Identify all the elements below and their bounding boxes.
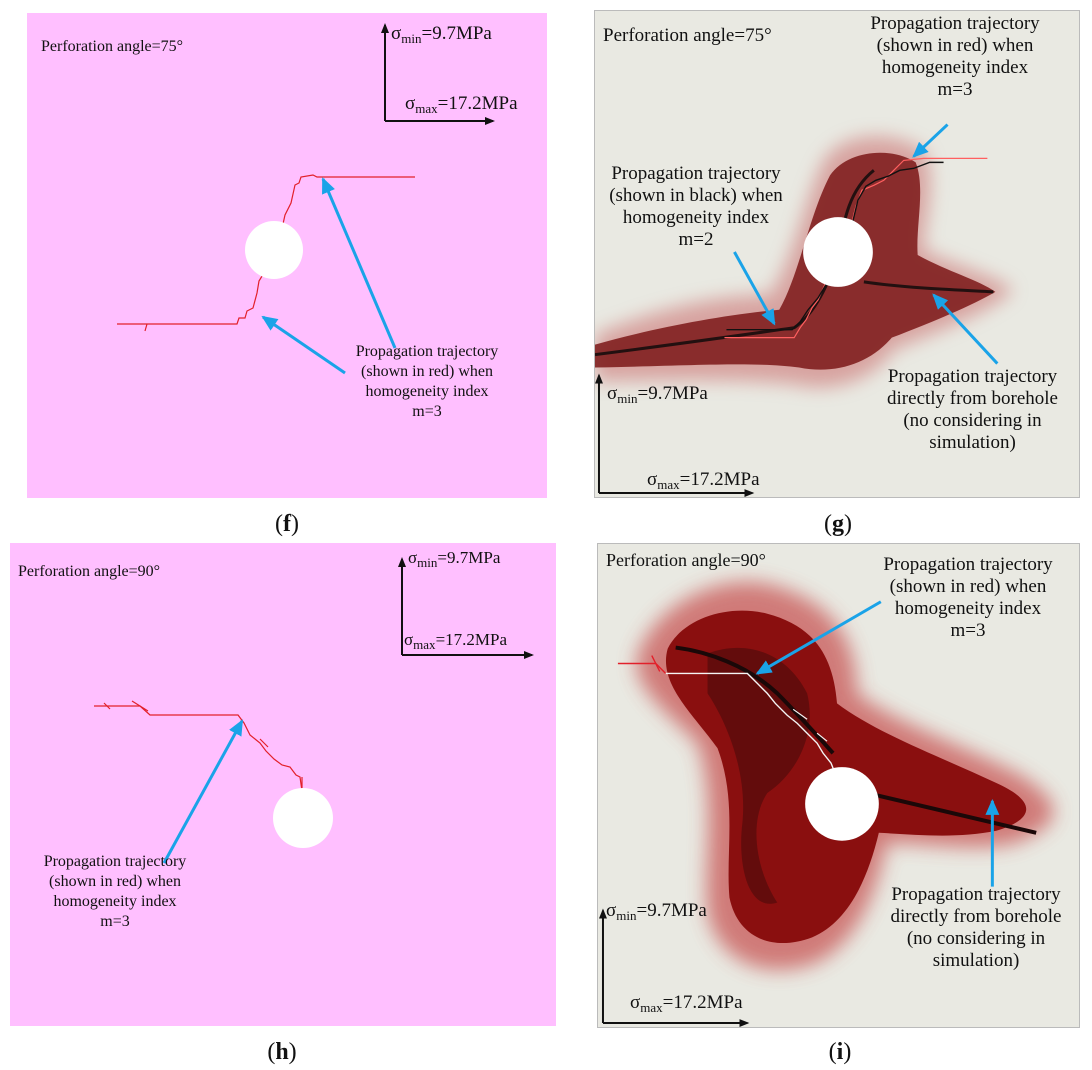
panel-f: Perforation angle=75° σmin=9.7MPa σmax=1… [27,13,547,498]
trajectory-annotation: Propagation trajectory (shown in red) wh… [43,853,187,930]
caption-h: (h) [267,1039,297,1065]
sigma-min-label: σmin=9.7MPa [606,900,707,923]
experimental-crack [675,645,835,755]
perforation-angle-label: Perforation angle=75° [603,25,772,46]
sigma-min-label: σmin=9.7MPa [391,23,492,46]
red-trajectory-m3 [665,672,838,794]
sigma-max-label: σmax=17.2MPa [630,992,743,1015]
annotation-arrow-red [755,600,882,675]
annotation-red-trajectory: Propagation trajectory (shown in red) wh… [870,13,1040,100]
sigma-max-label: σmax=17.2MPa [404,630,508,652]
panel-h-drawing [94,557,534,864]
annotation-red-trajectory: Propagation trajectory (shown in red) wh… [883,554,1053,641]
borehole [245,221,303,279]
panel-g-drawing [595,123,1014,497]
panel-g: Perforation angle=75° Propagation trajec… [594,10,1080,498]
trajectory-annotation: Propagation trajectory (shown in red) wh… [355,343,499,420]
perforation-angle-label: Perforation angle=90° [606,550,766,570]
sigma-min-label: σmin=9.7MPa [607,383,708,406]
annotation-arrow-borehole [932,293,999,365]
fluid-stain-core [595,152,996,370]
panel-i: Perforation angle=90° Propagation trajec… [597,543,1080,1028]
red-trajectory-m3 [94,705,303,792]
annotation-arrow-black [733,251,776,326]
annotation-arrow [162,719,244,864]
caption-f: (f) [275,511,299,537]
perforation-angle-label: Perforation angle=75° [41,38,184,55]
sigma-max-label: σmax=17.2MPa [405,93,518,116]
black-trajectory-m2 [726,161,944,331]
sigma-min-label: σmin=9.7MPa [408,548,501,570]
annotation-black-trajectory: Propagation trajectory (shown in black) … [609,163,783,250]
borehole [273,788,333,848]
panel-f-drawing [117,23,495,375]
caption-i: (i) [828,1039,852,1065]
annotation-borehole-trajectory: Propagation trajectory directly from bor… [890,884,1062,971]
annotation-borehole-trajectory: Propagation trajectory directly from bor… [887,366,1058,453]
annotation-arrow-red [912,123,949,158]
sigma-max-label: σmax=17.2MPa [647,469,760,492]
annotation-arrow-upper [321,177,397,349]
borehole [803,217,873,287]
panel-i-drawing [598,581,1054,1027]
annotation-arrow-lower [261,315,346,375]
perforation-angle-label: Perforation angle=90° [18,563,161,580]
caption-g: (g) [824,511,852,537]
borehole [805,767,879,841]
panel-h: Perforation angle=90° σmin=9.7MPa σmax=1… [10,543,556,1026]
